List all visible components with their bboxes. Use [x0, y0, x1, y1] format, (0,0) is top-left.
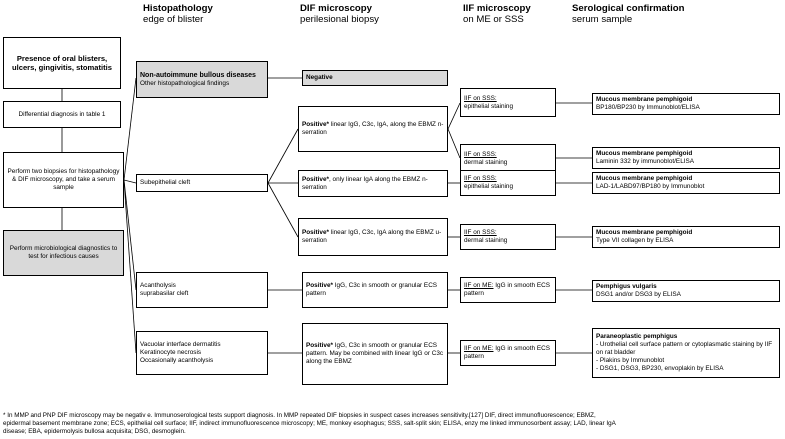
dif-positive-2-detail: , only linear IgA along the EBMZ n-serra…	[302, 175, 428, 191]
iif-4-method: IIF on SSS:	[464, 229, 497, 236]
iif-1-result: epithelial staining	[464, 102, 514, 110]
iif-6-result: IgG in smooth ECS pattern	[464, 345, 550, 360]
serology-1-title: Mucous membrane pemphigoid	[596, 96, 693, 103]
serology-1-box: Mucous membrane pemphigoid BP180/BP230 b…	[592, 93, 780, 115]
vacuolar-line2: Keratinocyte necrosis	[140, 349, 202, 356]
differential-diagnosis-box: Differential diagnosis in table 1	[3, 101, 121, 128]
iif-2-method: IIF on SSS:	[464, 150, 497, 158]
serology-2-text: Laminin 332 by immunoblot/ELISA	[596, 158, 695, 165]
perform-biopsies-text: Perform two biopsies for histopathology …	[7, 168, 120, 191]
header-serological-title: Serological confirmation	[572, 3, 685, 14]
serology-3-text: LAD-1/LABD97/BP180 by Immunoblot	[596, 183, 705, 190]
dif-positive-1-box: Positive* linear IgG, C3c, IgA, along th…	[298, 106, 448, 152]
microbiological-diagnostics-box: Perform microbiological diagnostics to t…	[3, 230, 124, 276]
header-iif-title: IIF microscopy	[463, 3, 531, 14]
serology-6-line1: - Urothelial cell surface pattern or cyt…	[596, 341, 773, 356]
serology-5-box: Pemphigus vulgaris DSG1 and/or DSG3 by E…	[592, 280, 780, 302]
header-histopathology: Histopathology edge of blister	[143, 3, 213, 25]
iif-1-method: IIF on SSS:	[464, 94, 497, 102]
differential-diagnosis-text: Differential diagnosis in table 1	[18, 110, 106, 118]
header-serological-sub: serum sample	[572, 14, 633, 25]
vacuolar-interface-box: Vacuolar interface dermatitis Keratinocy…	[136, 331, 268, 375]
presence-of-symptoms-text: Presence of oral blisters, ulcers, gingi…	[11, 53, 112, 73]
acantholysis-line1: Acantholysis	[140, 282, 176, 289]
serology-5-title: Pemphigus vulgaris	[596, 283, 657, 290]
dif-positive-2-box: Positive*, only linear IgA along the EBM…	[298, 170, 448, 197]
vacuolar-line3: Occasionally acantholysis	[140, 357, 214, 364]
iif-6-box: IIF on ME: IgG in smooth ECS pattern	[460, 340, 556, 366]
serology-3-title: Mucous membrane pemphigoid	[596, 175, 693, 182]
header-dif-title: DIF microscopy	[300, 3, 372, 14]
header-serological: Serological confirmation serum sample	[572, 3, 684, 25]
iif-5-method: IIF on ME:	[464, 282, 494, 289]
iif-3-method: IIF on SSS:	[464, 175, 497, 182]
footnote: * In MMP and PNP DIF microscopy may be n…	[3, 412, 783, 436]
iif-4-box: IIF on SSS: dermal staining	[460, 224, 556, 250]
dif-positive-4-detail: IgG, C3c in smooth or granular ECS patte…	[306, 282, 438, 297]
dif-positive-4-box: Positive* IgG, C3c in smooth or granular…	[302, 272, 448, 308]
iif-1-box: IIF on SSS: epithelial staining	[460, 88, 556, 117]
dif-positive-5-detail: IgG, C3c in smooth or granular ECS patte…	[306, 342, 444, 365]
serology-2-box: Mucous membrane pemphigoid Laminin 332 b…	[592, 147, 780, 169]
vacuolar-line1: Vacuolar interface dermatitis	[140, 341, 221, 348]
serology-5-text: DSG1 and/or DSG3 by ELISA	[596, 291, 681, 298]
header-dif-sub: perilesional biopsy	[300, 14, 379, 25]
iif-6-method: IIF on ME:	[464, 345, 494, 352]
footnote-line1: * In MMP and PNP DIF microscopy may be n…	[3, 412, 596, 419]
iif-3-box: IIF on SSS: epithelial staining	[460, 170, 556, 196]
perform-biopsies-box: Perform two biopsies for histopathology …	[3, 152, 124, 208]
iif-4-result: dermal staining	[464, 237, 508, 244]
serology-6-line3: - DSG1, DSG3, BP230, envoplakin by ELISA	[596, 365, 724, 372]
iif-5-box: IIF on ME: IgG in smooth ECS pattern	[460, 277, 556, 303]
non-autoimmune-title: Non-autoimmune bullous diseases	[140, 71, 256, 79]
serology-4-text: Type VII collagen by ELISA	[596, 237, 674, 244]
header-dif: DIF microscopy perilesional biopsy	[300, 3, 379, 25]
iif-5-text: IIF on ME: IgG in smooth ECS pattern	[464, 282, 552, 298]
footnote-line2: epidermal basement membrane zone; ECS, e…	[3, 420, 616, 427]
header-histopathology-sub: edge of blister	[143, 14, 204, 25]
presence-of-symptoms-box: Presence of oral blisters, ulcers, gingi…	[3, 37, 121, 89]
serology-4-box: Mucous membrane pemphigoid Type VII coll…	[592, 226, 780, 248]
serology-4-title: Mucous membrane pemphigoid	[596, 229, 693, 236]
dif-positive-1-detail: linear IgG, C3c, IgA, along the EBMZ n-s…	[302, 121, 444, 136]
serology-6-title: Paraneoplastic pemphigus	[596, 333, 678, 340]
iif-3-result: epithelial staining	[464, 183, 514, 190]
dif-negative-box: Negative	[302, 70, 448, 86]
serology-6-line2: - Plakins by Immunoblot	[596, 357, 665, 364]
serology-3-box: Mucous membrane pemphigoid LAD-1/LABD97/…	[592, 172, 780, 194]
header-iif-sub: on ME or SSS	[463, 14, 524, 25]
dif-positive-5-box: Positive* IgG, C3c in smooth or granular…	[302, 323, 448, 385]
dif-positive-4-label: Positive*	[306, 282, 333, 289]
iif-5-result: IgG in smooth ECS pattern	[464, 282, 550, 297]
dif-positive-2-label: Positive*	[302, 175, 329, 183]
subepithelial-cleft-box: Subepithelial cleft	[136, 174, 268, 192]
header-histopathology-title: Histopathology	[143, 3, 213, 14]
microbiological-diagnostics-text: Perform microbiological diagnostics to t…	[9, 245, 118, 260]
dif-positive-4-text: Positive* IgG, C3c in smooth or granular…	[306, 282, 444, 298]
iif-6-text: IIF on ME: IgG in smooth ECS pattern	[464, 345, 552, 361]
dif-positive-2-text: Positive*, only linear IgA along the EBM…	[302, 176, 444, 192]
dif-positive-1-text: Positive* linear IgG, C3c, IgA, along th…	[302, 121, 444, 137]
dif-positive-3-text: Positive* linear IgG, C3c, IgA along the…	[302, 229, 444, 245]
iif-2-box: IIF on SSS: dermal staining	[460, 144, 556, 173]
subepithelial-cleft-text: Subepithelial cleft	[140, 179, 191, 186]
acantholysis-box: Acantholysis suprabasilar cleft	[136, 272, 268, 308]
dif-positive-3-label: Positive*	[302, 229, 329, 236]
header-iif: IIF microscopy on ME or SSS	[463, 3, 531, 25]
acantholysis-line2: suprabasilar cleft	[140, 290, 189, 297]
serology-6-box: Paraneoplastic pemphigus - Urothelial ce…	[592, 328, 780, 378]
non-autoimmune-text: Other histopathological findings	[140, 79, 230, 87]
serology-2-title: Mucous membrane pemphigoid	[596, 150, 693, 157]
dif-positive-3-detail: linear IgG, C3c, IgA along the EBMZ u-se…	[302, 229, 442, 244]
dif-positive-5-text: Positive* IgG, C3c in smooth or granular…	[306, 342, 444, 366]
non-autoimmune-box: Non-autoimmune bullous diseases Other hi…	[136, 61, 268, 98]
iif-2-result: dermal staining	[464, 158, 508, 166]
dif-positive-5-label: Positive*	[306, 342, 333, 349]
dif-negative-text: Negative	[306, 74, 333, 81]
dif-positive-3-box: Positive* linear IgG, C3c, IgA along the…	[298, 218, 448, 256]
dif-positive-1-label: Positive*	[302, 121, 329, 128]
footnote-line3: disease; EBA, epidermolysis bullosa acqu…	[3, 428, 186, 435]
serology-1-text: BP180/BP230 by Immunoblot/ELISA	[596, 104, 700, 111]
